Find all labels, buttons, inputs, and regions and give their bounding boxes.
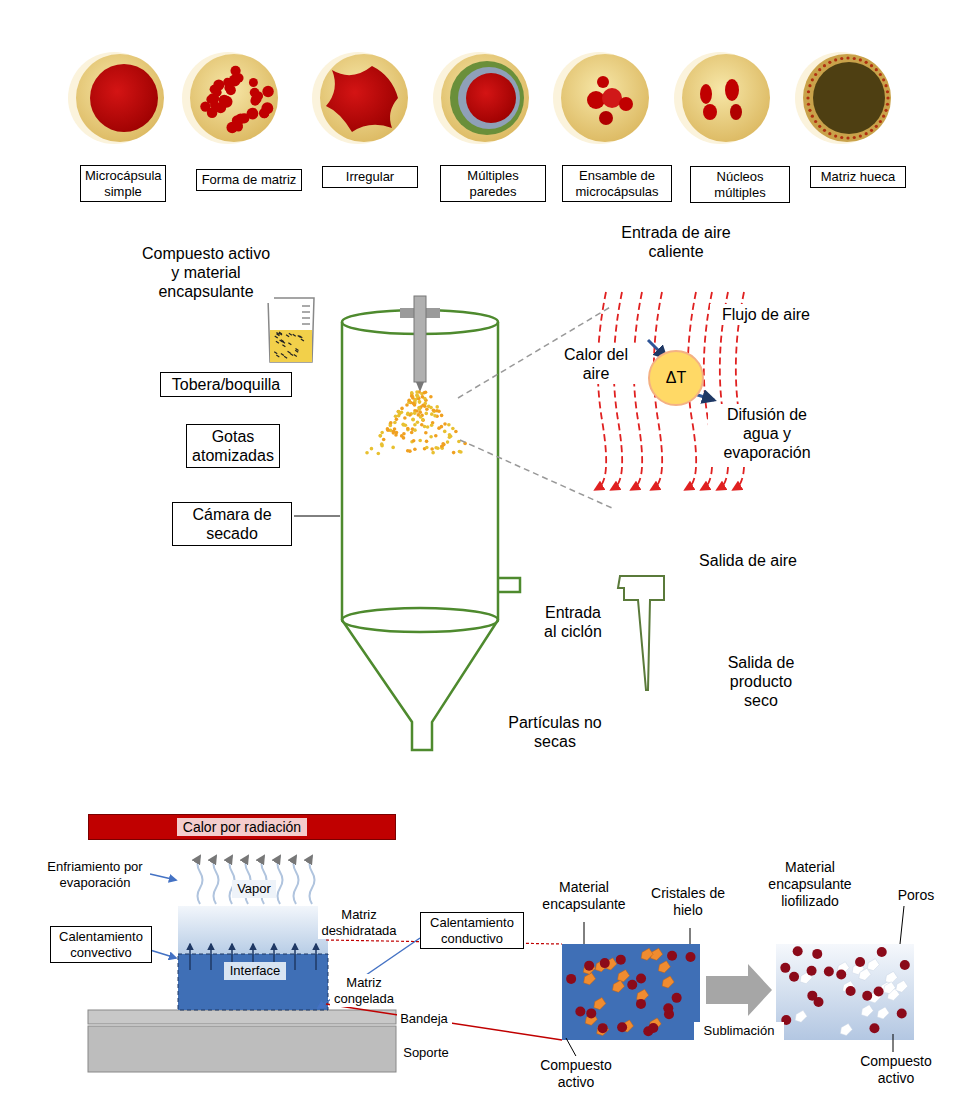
text-label: Interface — [224, 962, 286, 980]
node-text: Calentamiento convectivo — [59, 929, 143, 960]
text-label: Vapor — [232, 880, 276, 898]
label-box: Calentamiento convectivo — [50, 926, 152, 963]
node-text: Cámara de secado — [192, 506, 271, 542]
node-text: Calentamiento conductivo — [430, 915, 514, 946]
node-text: Calor por radiación — [177, 818, 307, 837]
node-text: Forma de matriz — [202, 172, 297, 187]
text-label: Matriz congelada — [330, 974, 398, 1007]
label-box: Forma de matriz — [196, 169, 302, 191]
node-text: Irregular — [346, 169, 394, 184]
node-text: Matriz hueca — [821, 169, 895, 184]
capsule-row — [68, 52, 891, 144]
text-label: Poros — [890, 886, 942, 905]
text-label: Matriz deshidratada — [318, 906, 400, 939]
label-box: Irregular — [322, 166, 418, 188]
text-label: Compuesto activo — [846, 1052, 946, 1088]
label-box: Núcleos múltiples — [690, 166, 790, 203]
node-text: Microcápsula simple — [85, 168, 162, 199]
node-text: Múltiples paredes — [467, 168, 518, 199]
text-label: Entrada al ciclón — [534, 602, 612, 642]
label-box: Cámara de secado — [172, 502, 292, 546]
label-box: Gotas atomizadas — [186, 424, 280, 468]
text-label: Entrada de aire caliente — [616, 222, 736, 262]
delta-circle: ΔT — [648, 350, 704, 406]
node-text: ΔT — [666, 368, 686, 387]
label-box: Microcápsula simple — [80, 165, 166, 202]
label-box: Tobera/boquilla — [160, 372, 292, 397]
text-label: Partículas no secas — [496, 712, 614, 752]
label-box: Calentamiento conductivo — [420, 912, 524, 949]
text-label: Flujo de aire — [710, 304, 822, 325]
text-label: Compuesto activo y material encapsulante — [138, 243, 274, 303]
freeze-dryer — [88, 856, 914, 1072]
text-label: Material encapsulante liofilizado — [748, 858, 872, 910]
text-label: Sublimación — [694, 1022, 784, 1040]
text-label: Calor del aire — [554, 344, 638, 384]
node-text: Tobera/boquilla — [172, 376, 281, 393]
text-label: Cristales de hielo — [644, 884, 732, 920]
text-label: Salida de producto seco — [712, 652, 810, 712]
label-box: Matriz hueca — [810, 166, 906, 188]
label-box: Múltiples paredes — [440, 165, 546, 202]
node-text: Ensamble de microcápsulas — [575, 168, 658, 199]
text-label: Bandeja — [397, 1010, 452, 1028]
label-box: Ensamble de microcápsulas — [562, 165, 672, 202]
text-label: Difusión de agua y evaporación — [708, 404, 826, 464]
text-label: Soporte — [400, 1044, 452, 1062]
text-label: Material encapsulante — [532, 878, 636, 914]
text-label: Enfriamiento por evaporación — [40, 858, 150, 891]
text-label: Salida de aire — [692, 550, 804, 571]
node-text: Gotas atomizadas — [192, 428, 274, 464]
node-text: Núcleos múltiples — [714, 169, 765, 200]
text-label: Compuesto activo — [526, 1056, 626, 1092]
heat-bar: Calor por radiación — [88, 814, 396, 840]
spray-dryer — [258, 292, 744, 750]
